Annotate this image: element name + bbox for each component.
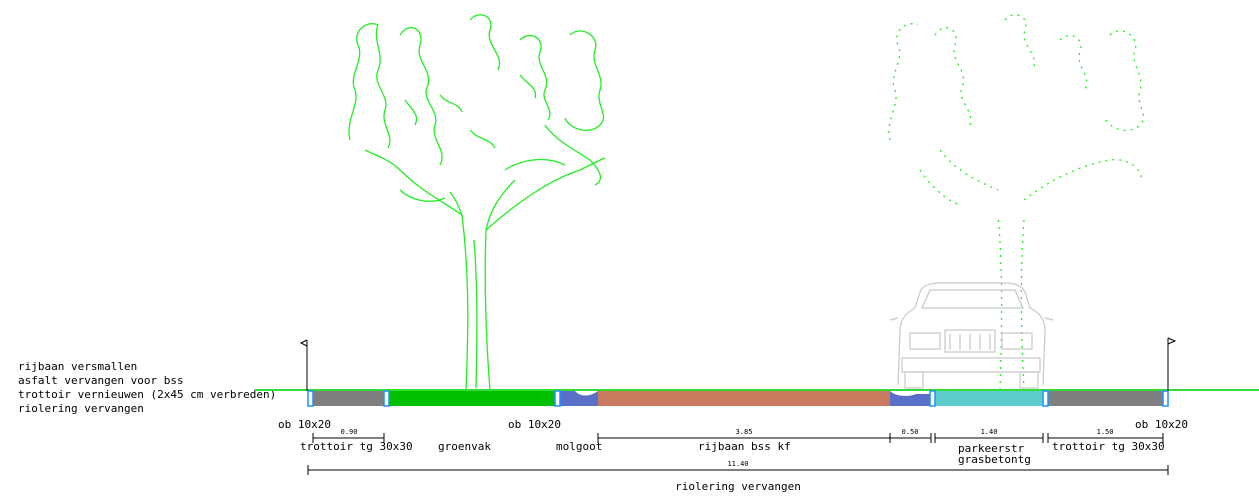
car-front-view — [889, 282, 1054, 389]
label-groenvak: groenvak — [438, 440, 491, 453]
section-labels: ob 10x20 trottoir tg 30x30 groenvak ob 1… — [278, 418, 1188, 493]
label-ob-right: ob 10x20 — [1135, 418, 1188, 431]
label-trottoir-right: trottoir tg 30x30 — [1052, 440, 1165, 453]
goot-right — [890, 391, 931, 406]
note-1: rijbaan versmallen — [18, 360, 137, 373]
label-molgoot: molgoot — [556, 440, 602, 453]
tree-branch-right — [485, 157, 606, 231]
note-3: trottoir vernieuwen (2x45 cm verbreden) — [18, 388, 276, 401]
car-bumper — [901, 357, 1041, 373]
tree-proposed-trunk-right — [1020, 219, 1025, 391]
dim-parkeer: 1.40 — [981, 428, 998, 436]
car-grille — [944, 329, 996, 353]
parkeer-band — [933, 391, 1044, 406]
label-ob-mid: ob 10x20 — [508, 418, 561, 431]
tree-proposed-canopy — [888, 14, 1145, 206]
car-wheel-left — [904, 371, 924, 389]
flag-right — [1167, 337, 1177, 345]
tree-existing — [348, 14, 606, 391]
curbs — [307, 390, 1169, 407]
curb-mid — [554, 390, 561, 407]
car-headlight-left — [909, 332, 941, 350]
tree-trunk-left — [449, 191, 469, 391]
dim-total: 11.40 — [727, 460, 748, 468]
curb-groen-left — [383, 390, 390, 407]
boundary-flags — [299, 337, 1177, 391]
curb-parkeer — [929, 390, 936, 407]
label-riolering: riolering vervangen — [675, 480, 801, 493]
groenvak-band — [389, 391, 557, 406]
curb-left — [307, 390, 314, 407]
car-windshield — [921, 289, 1024, 309]
dim-goot-right: 0.50 — [902, 428, 919, 436]
dimension-lines — [307, 433, 1169, 475]
dimension-values: 0.90 3.85 0.50 1.40 1.50 11.40 — [341, 428, 1114, 468]
label-parkeer-2: grasbetontg — [958, 453, 1031, 466]
pavement-layers — [311, 391, 1164, 406]
curb-parkeer-right — [1042, 390, 1049, 407]
tree-canopy — [348, 14, 605, 202]
note-4: riolering vervangen — [18, 402, 144, 415]
label-rijbaan: rijbaan bss kf — [698, 440, 791, 453]
trottoir-right-band — [1046, 391, 1164, 406]
tree-proposed-trunk-left — [997, 214, 1003, 391]
curb-right — [1162, 390, 1169, 407]
dim-trottoir-right: 1.50 — [1097, 428, 1114, 436]
dim-trottoir-left: 0.90 — [341, 428, 358, 436]
trottoir-left-band — [311, 391, 387, 406]
molgoot-left — [559, 391, 598, 406]
flag-left — [299, 339, 308, 347]
label-parkeer-1: parkeerstr — [958, 442, 1025, 455]
label-ob-left: ob 10x20 — [278, 418, 331, 431]
notes-block: rijbaan versmallen asfalt vervangen voor… — [18, 360, 276, 415]
label-trottoir-left: trottoir tg 30x30 — [300, 440, 413, 453]
tree-branch-left — [364, 149, 463, 216]
tree-proposed — [888, 14, 1145, 391]
tree-canopy-detail — [404, 74, 537, 149]
car-headlight-right — [1001, 332, 1033, 350]
note-2: asfalt vervangen voor bss — [18, 374, 184, 387]
tree-trunk-inner — [473, 239, 478, 389]
tree-trunk-right — [484, 179, 516, 391]
rijbaan-band — [598, 391, 890, 406]
dim-rijbaan: 3.85 — [736, 428, 753, 436]
car-body-outline — [897, 282, 1046, 386]
car-wheel-right — [1019, 371, 1039, 389]
